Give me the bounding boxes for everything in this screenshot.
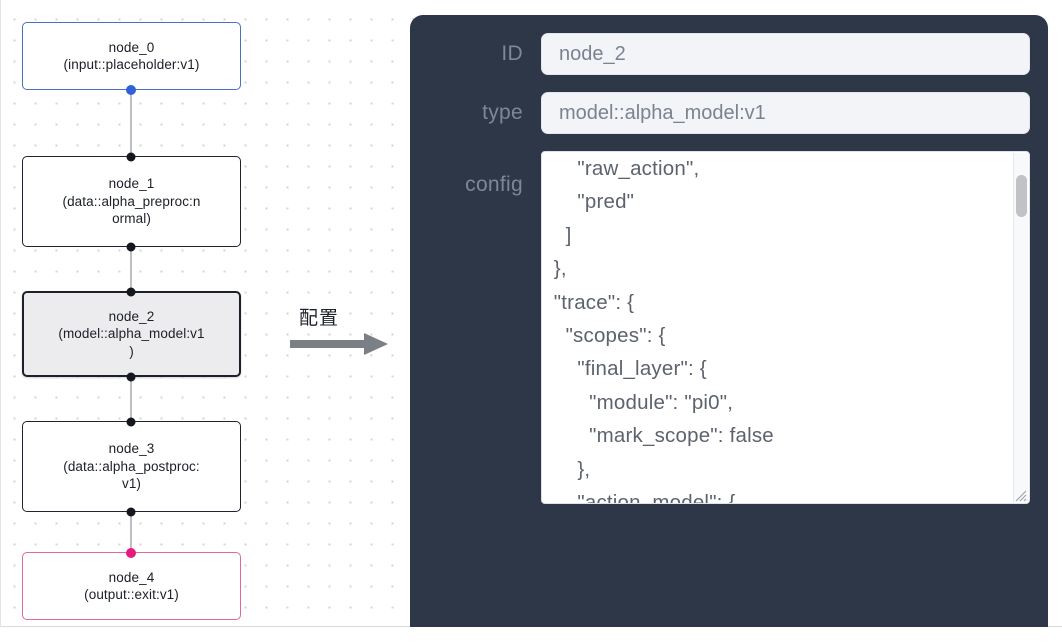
flow-annotation-label: 配置 (299, 307, 340, 329)
canvas-left-rule (0, 0, 1, 627)
config-scrollbar[interactable] (1013, 153, 1028, 502)
canvas-bottom-strip (0, 627, 1062, 643)
node-handle-node_0-source[interactable] (126, 85, 136, 95)
node-handle-node_4-target[interactable] (126, 548, 136, 558)
node-subtitle: (input::placeholder:v1) (63, 57, 200, 72)
graph-node-node_1[interactable]: node_1 (data::alpha_preproc:n ormal) (22, 156, 241, 247)
graph-node-node_3[interactable]: node_3 (data::alpha_postproc: v1) (22, 421, 241, 512)
node-handle-node_3-source[interactable] (126, 507, 136, 517)
id-label: ID (501, 42, 523, 65)
node-title: node_4 (108, 569, 155, 585)
node-subtitle-line1: (data::alpha_preproc:n (62, 193, 201, 209)
node-handle-node_1-target[interactable] (126, 152, 136, 162)
node-handle-node_3-target[interactable] (126, 417, 136, 427)
edge-node2-node3 (130, 374, 132, 422)
node-subtitle-line2: ) (129, 343, 134, 359)
type-input[interactable]: model::alpha_model:v1 (541, 92, 1030, 134)
node-handle-node_2-source[interactable] (126, 372, 136, 382)
node-handle-node_1-source[interactable] (126, 242, 136, 252)
node-subtitle-line1: (data::alpha_postproc: (63, 458, 200, 474)
graph-node-node_0[interactable]: node_0 (input::placeholder:v1) (22, 22, 241, 90)
node-title: node_0 (108, 39, 155, 55)
graph-node-node_2[interactable]: node_2 (model::alpha_model:v1 ) (22, 291, 241, 377)
node-subtitle-line2: ormal) (112, 211, 151, 227)
type-label: type (482, 101, 523, 124)
node-title: node_1 (108, 176, 155, 192)
edge-node3-node4 (130, 509, 132, 551)
config-field-row: config "raw_action", "pred" ] }, "trace"… (428, 151, 1030, 504)
edge-node1-node2 (130, 246, 132, 296)
id-input[interactable]: node_2 (541, 33, 1030, 75)
config-scrollbar-thumb[interactable] (1016, 175, 1027, 217)
config-textarea-wrapper[interactable]: "raw_action", "pred" ] }, "trace": { "sc… (541, 151, 1030, 504)
config-label: config (465, 173, 523, 196)
config-textarea[interactable]: "raw_action", "pred" ] }, "trace": { "sc… (553, 157, 774, 503)
node-subtitle-line2: v1) (121, 476, 142, 492)
node-subtitle: (output::exit:v1) (84, 587, 179, 602)
edge-node0-node1 (130, 88, 132, 160)
node-title: node_3 (108, 441, 155, 457)
node-config-panel: ID node_2 type model::alpha_model:v1 con… (410, 15, 1048, 627)
type-field-row: type model::alpha_model:v1 (428, 92, 1030, 134)
flow-arrow-icon (290, 333, 388, 355)
node-handle-node_2-target[interactable] (126, 287, 136, 297)
graph-node-node_4[interactable]: node_4 (output::exit:v1) (22, 552, 241, 620)
node-title: node_2 (108, 308, 155, 324)
node-subtitle-line1: (model::alpha_model:v1 (58, 326, 205, 342)
id-field-row: ID node_2 (428, 33, 1030, 75)
resize-grip-icon[interactable] (1013, 488, 1027, 502)
